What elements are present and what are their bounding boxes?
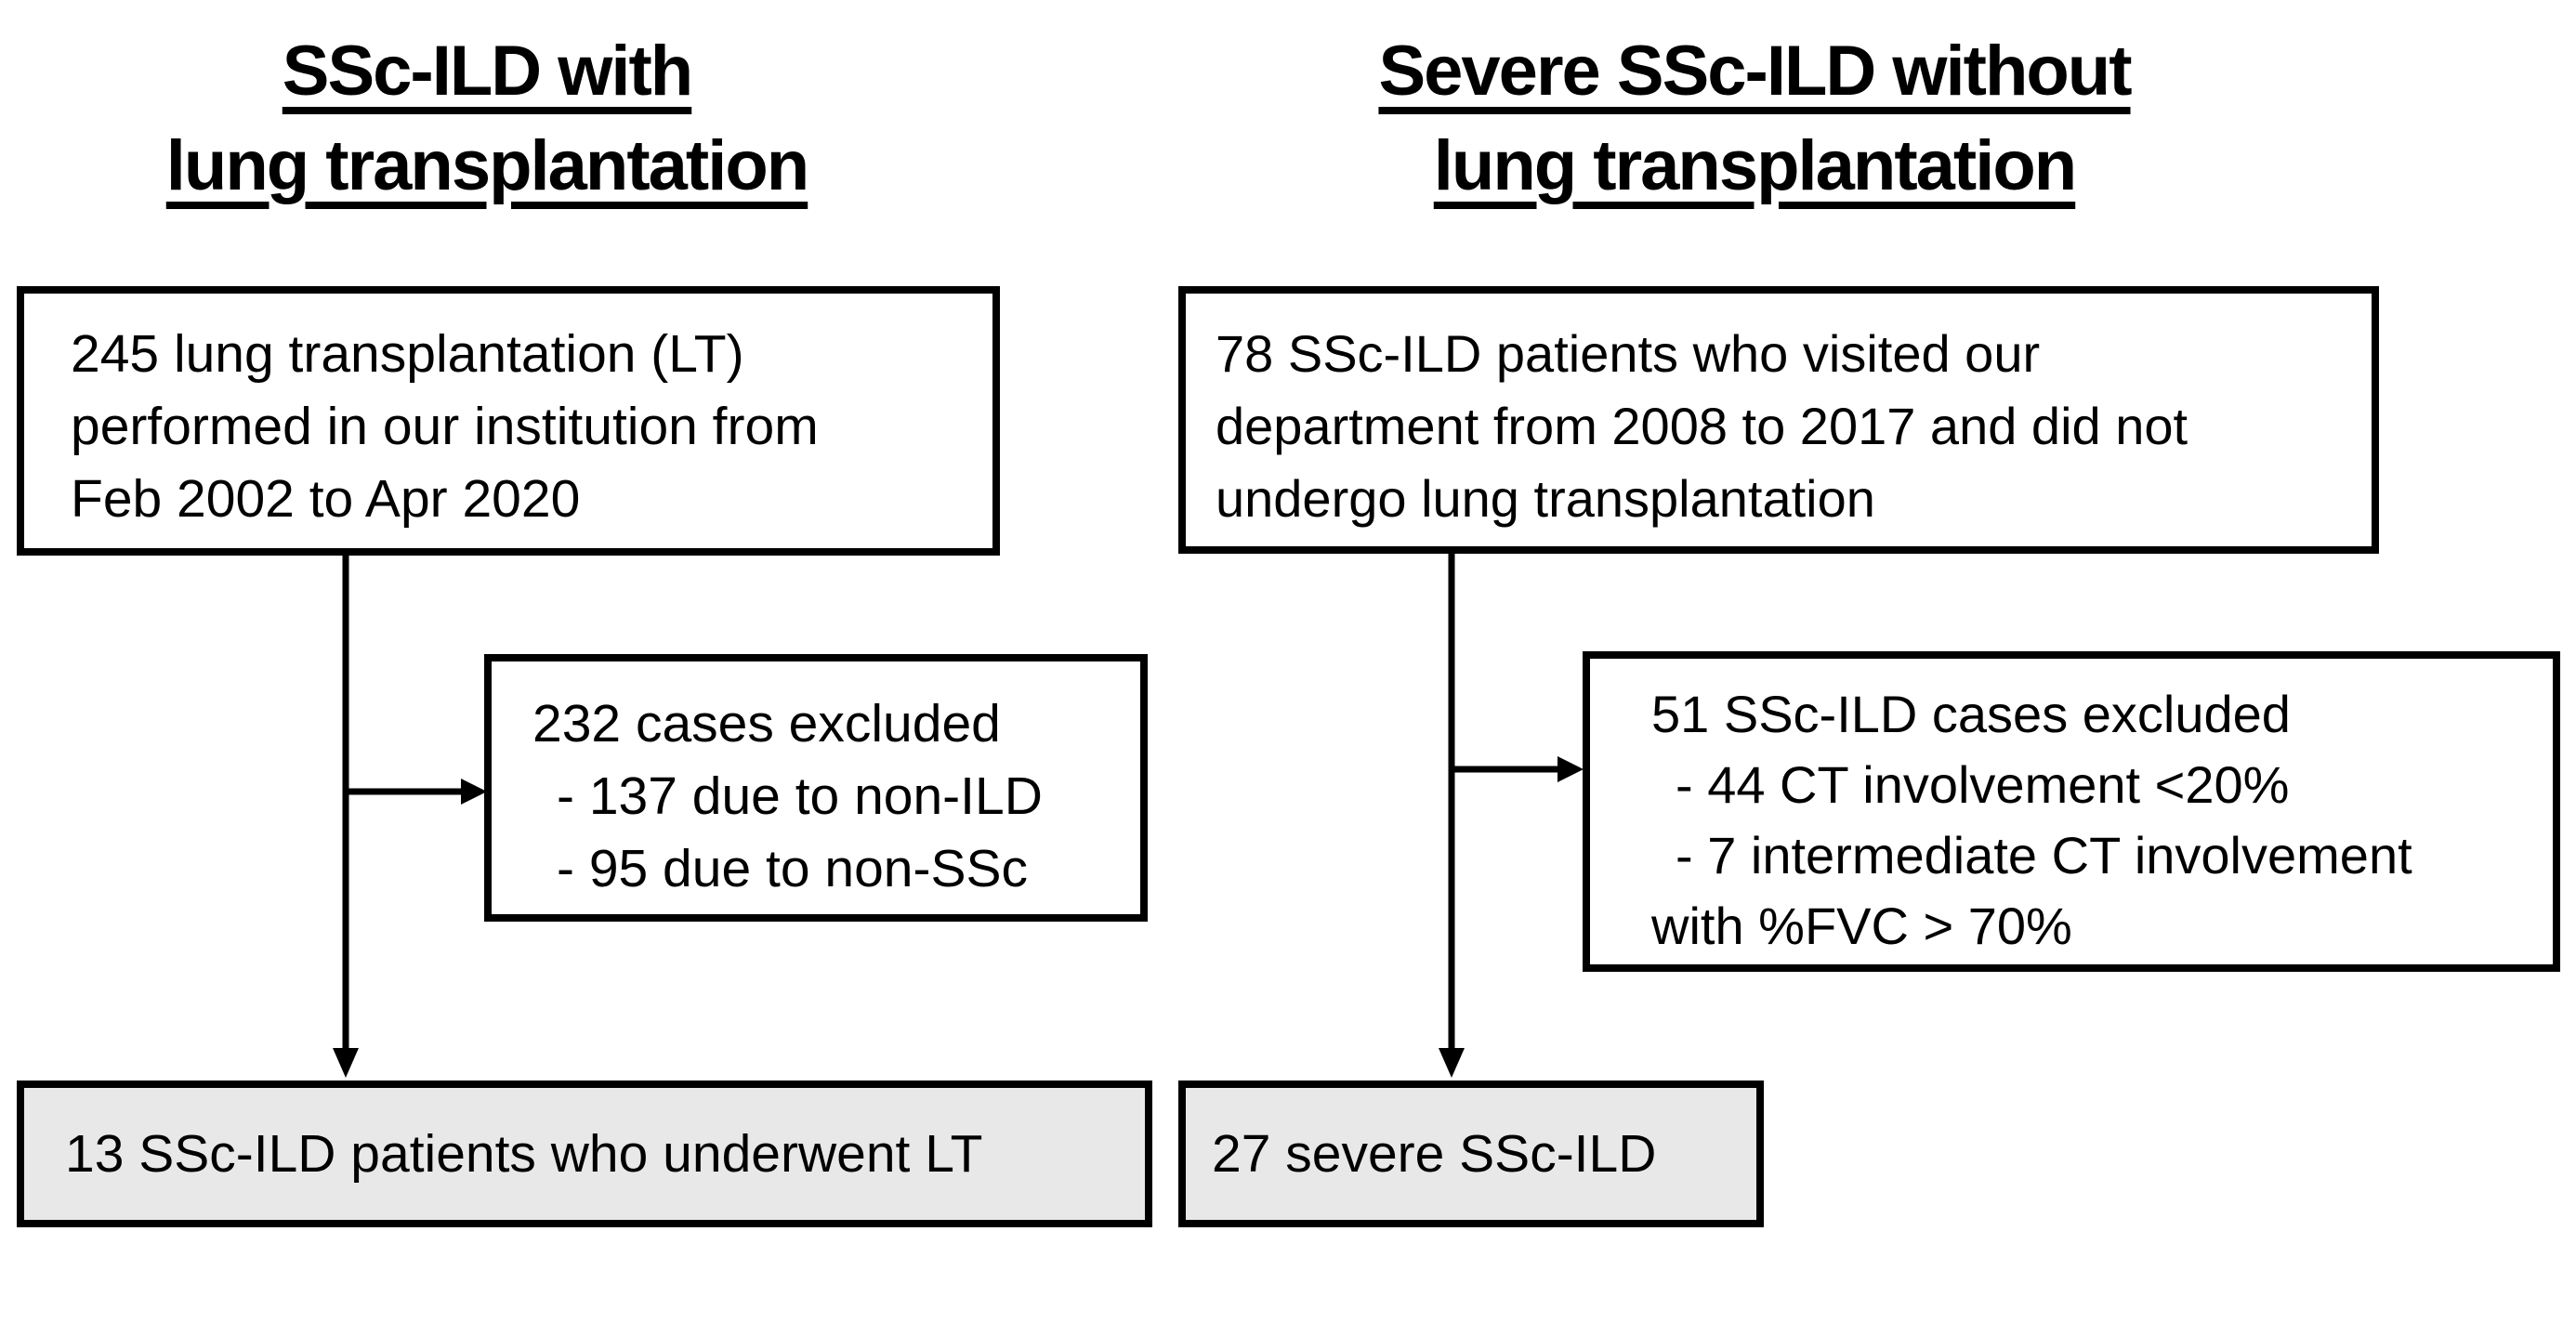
left-column-title: SSc-ILD with lung transplantation (0, 24, 974, 214)
right-down-arrowhead-icon (1439, 1048, 1465, 1078)
left-title-line-1: SSc-ILD with (282, 32, 693, 111)
text-line: department from 2008 to 2017 and did not (1216, 397, 2188, 455)
left-result-box: 13 SSc-ILD patients who underwent LT (17, 1081, 1152, 1227)
right-branch-arrowhead-icon (1557, 756, 1584, 782)
left-title-row-2: lung transplantation (0, 119, 974, 214)
text-line: undergo lung transplantation (1216, 469, 1875, 528)
text-line: - 137 due to non-ILD (557, 766, 1043, 826)
left-title-row-1: SSc-ILD with (0, 24, 974, 119)
left-excluded-box: 232 cases excluded - 137 due to non-ILD … (484, 654, 1148, 922)
left-title-line-2: lung transplantation (165, 126, 809, 205)
text-line: with %FVC > 70% (1651, 897, 2072, 955)
left-source-box: 245 lung transplantation (LT) performed … (17, 286, 1000, 556)
left-branch-arrowhead-icon (461, 779, 487, 805)
text-line: - 44 CT involvement <20% (1676, 755, 2290, 814)
text-line: 13 SSc-ILD patients who underwent LT (65, 1124, 983, 1184)
text-line: - 95 due to non-SSc (557, 839, 1028, 898)
text-line: - 7 intermediate CT involvement (1676, 826, 2412, 884)
right-result-box: 27 severe SSc-ILD (1178, 1081, 1764, 1227)
right-title-row-2: lung transplantation (1243, 119, 2266, 214)
text-line: Feb 2002 to Apr 2020 (71, 469, 581, 529)
text-line: 232 cases excluded (532, 694, 1001, 753)
text-line: 78 SSc-ILD patients who visited our (1216, 324, 2041, 383)
right-title-line-2: lung transplantation (1433, 126, 2077, 205)
text-line: 27 severe SSc-ILD (1212, 1124, 1657, 1184)
text-line: 51 SSc-ILD cases excluded (1651, 685, 2291, 743)
right-source-box: 78 SSc-ILD patients who visited our depa… (1178, 286, 2379, 554)
right-title-row-1: Severe SSc-ILD without (1243, 24, 2266, 119)
right-title-line-1: Severe SSc-ILD without (1378, 32, 2132, 111)
text-line: 245 lung transplantation (LT) (71, 324, 744, 384)
left-down-arrowhead-icon (333, 1048, 359, 1078)
right-excluded-box: 51 SSc-ILD cases excluded - 44 CT involv… (1583, 651, 2560, 972)
right-column-title: Severe SSc-ILD without lung transplantat… (1243, 24, 2266, 214)
text-line: performed in our institution from (71, 397, 819, 456)
